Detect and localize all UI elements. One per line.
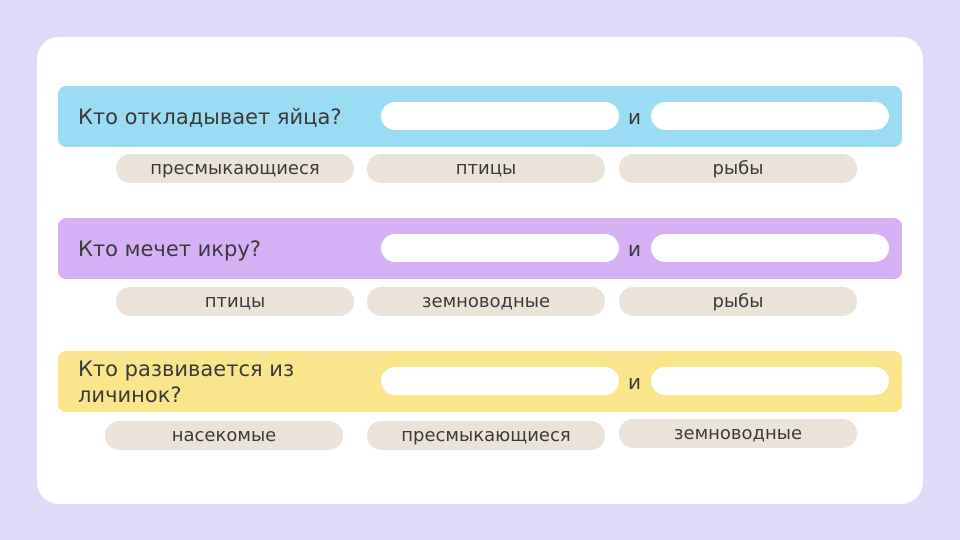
answer-field-3b[interactable] [651, 367, 889, 395]
answer-field-2b[interactable] [651, 234, 889, 262]
conjunction-label: и [628, 104, 641, 129]
conjunction-label: и [628, 236, 641, 261]
option-chip[interactable]: пресмыкающиеся [116, 154, 354, 183]
question-text: Кто мечет икру? [78, 236, 261, 261]
question-row-3: Кто развивается из личинок? и [58, 351, 902, 412]
option-chip[interactable]: рыбы [619, 154, 857, 183]
option-chip[interactable]: земноводные [367, 287, 605, 316]
answer-field-1b[interactable] [651, 102, 889, 130]
option-chip[interactable]: насекомые [105, 421, 343, 450]
option-chip[interactable]: земноводные [619, 419, 857, 448]
option-chip[interactable]: птицы [116, 287, 354, 316]
question-text: Кто развивается из личинок? [78, 356, 295, 407]
option-chip[interactable]: пресмыкающиеся [367, 421, 605, 450]
answer-field-2a[interactable] [381, 234, 619, 262]
answer-field-1a[interactable] [381, 102, 619, 130]
option-chip[interactable]: птицы [367, 154, 605, 183]
question-row-2: Кто мечет икру? и [58, 218, 902, 279]
answer-field-3a[interactable] [381, 367, 619, 395]
question-text: Кто откладывает яйца? [78, 104, 342, 129]
conjunction-label: и [628, 369, 641, 394]
question-row-1: Кто откладывает яйца? и [58, 86, 902, 147]
option-chip[interactable]: рыбы [619, 287, 857, 316]
